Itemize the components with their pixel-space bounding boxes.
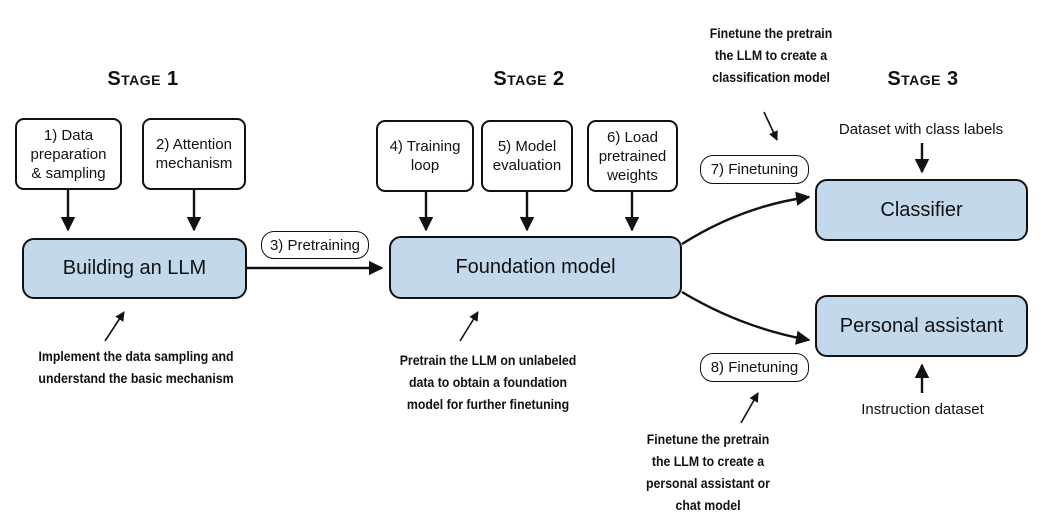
load-pretrained-weights-box: 6) Load pretrained weights: [587, 120, 678, 192]
classifier-node: Classifier: [815, 179, 1028, 241]
arrow-foundation-to-classifier: [681, 191, 811, 246]
pointer-finetune-classifier-note: [763, 111, 778, 141]
stage-3-heading: Stage 3: [887, 68, 959, 90]
pointer-finetune-assistant-note: [740, 392, 759, 424]
pointer-pretrain-note: [459, 311, 479, 342]
stage-2-heading: Stage 2: [493, 68, 565, 90]
training-loop-box: 4) Training loop: [376, 120, 474, 192]
pointer-implement-note: [104, 311, 125, 342]
arrow-foundation-to-assistant: [681, 290, 811, 345]
model-evaluation-box: 5) Model evaluation: [481, 120, 573, 192]
class-labels-dataset-label: Dataset with class labels: [838, 121, 1004, 138]
stage-1-heading: Stage 1: [107, 68, 179, 90]
finetuning-8-step-pill: 8) Finetuning: [700, 353, 809, 382]
attention-mechanism-box: 2) Attention mechanism: [142, 118, 246, 190]
finetuning-7-step-pill: 7) Finetuning: [700, 155, 809, 184]
building-an-llm-node: Building an LLM: [22, 238, 247, 299]
data-preparation-box: 1) Data preparation & sampling: [15, 118, 122, 190]
pretraining-step-pill: 3) Pretraining: [261, 231, 369, 259]
foundation-model-node: Foundation model: [389, 236, 682, 299]
personal-assistant-node: Personal assistant: [815, 295, 1028, 357]
instruction-dataset-label: Instruction dataset: [861, 401, 984, 418]
implement-note: Implement the data sampling and understa…: [38, 348, 234, 386]
finetune-assistant-note: Finetune the pretrain the LLM to create …: [646, 431, 770, 513]
finetune-classifier-note: Finetune the pretrain the LLM to create …: [709, 25, 833, 85]
pretrain-note: Pretrain the LLM on unlabeled data to ob…: [399, 352, 577, 412]
